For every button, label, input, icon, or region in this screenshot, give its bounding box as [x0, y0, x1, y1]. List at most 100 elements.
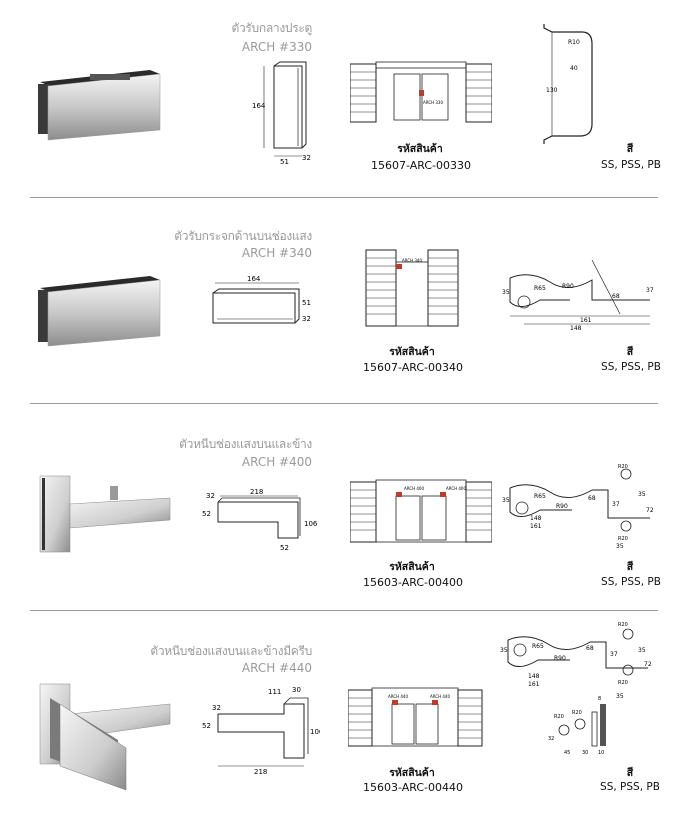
profile-dim-g: 161 [528, 681, 540, 688]
product-photo [38, 276, 161, 347]
dim-d: 32 [212, 704, 221, 712]
color-label: สี [626, 143, 634, 155]
detail-dim-a: R20 [554, 714, 564, 720]
profile-dim-b: R65 [534, 493, 546, 500]
product-code: 15603-ARC-00400 [363, 576, 463, 589]
color-label: สี [626, 561, 634, 573]
door-tag: ARCH 400 [404, 486, 424, 491]
color-options: SS, PSS, PB [600, 781, 660, 793]
dim-width: 51 [280, 158, 289, 166]
product-title-model: ARCH #400 [241, 455, 312, 469]
profile-dim-e: 37 [646, 287, 654, 294]
dim-width: 164 [247, 275, 261, 283]
product-section-arch-440: ตัวหนีบช่องแสงบนและข้างมีครีบ ARCH #440 … [0, 612, 684, 818]
profile-dim-e: 37 [612, 501, 620, 508]
detail-dim-e: 30 [582, 750, 588, 756]
product-title-thai: ตัวรับกลางประตู [231, 21, 312, 35]
product-title-model: ARCH #340 [241, 246, 312, 260]
profile-dim-l: 35 [616, 693, 624, 700]
detail-dim-c: 32 [548, 736, 554, 742]
profile-dim-c: R90 [556, 503, 568, 510]
product-section-arch-340: ตัวรับกระจกด้านบนช่องแสง ARCH #340 164 5… [0, 200, 684, 405]
profile-drawing: 35 R65 R90 68 37 161 148 [502, 259, 654, 332]
product-photo [39, 683, 171, 791]
profile-dim-d: 68 [612, 293, 620, 300]
dim-a: 111 [268, 688, 281, 696]
profile-dim-e: 37 [610, 651, 618, 658]
section-divider [30, 403, 658, 404]
product-code-label: รหัสสินค้า [389, 561, 435, 573]
dim-b: 52 [202, 510, 211, 518]
product-section-arch-330: ตัวรับกลางประตู ARCH #330 164 51 32 [0, 0, 684, 200]
dim-width: 218 [254, 768, 267, 776]
detail-dim-g: 8 [598, 696, 601, 702]
product-title-thai: ตัวรับกระจกด้านบนช่องแสง [174, 229, 312, 243]
profile-dim-f: 148 [528, 673, 540, 680]
detail-dim-b: R20 [572, 710, 582, 716]
dim-depth: 32 [302, 315, 311, 323]
profile-dim-a: 35 [502, 289, 510, 296]
color-label: สี [626, 767, 634, 779]
profile-dim-b: R65 [534, 285, 546, 292]
profile-drawing: R10 40 130 [543, 24, 593, 144]
profile-drawing: 35 R65 R90 68 37 148 161 35 72 R20 R20 3… [502, 464, 654, 550]
profile-dim-k: R20 [618, 680, 628, 686]
dim-height: 164 [252, 102, 266, 110]
product-code: 15607-ARC-00340 [363, 361, 463, 374]
profile-dim-d: 68 [588, 495, 596, 502]
profile-radius: R10 [568, 39, 580, 46]
fin-detail-drawing: R20 R20 32 45 30 10 8 [548, 696, 606, 756]
detail-dim-d: 45 [564, 750, 570, 756]
dim-height: 106 [304, 520, 318, 528]
product-section-arch-400: ตัวหนีบช่องแสงบนและข้าง ARCH #400 218 32… [0, 406, 684, 611]
door-tag: ARCH 440 [388, 694, 408, 699]
product-title-thai: ตัวหนีบช่องแสงบนและข้างมีครีบ [150, 644, 312, 658]
profile-dim-a: 35 [502, 497, 510, 504]
door-elevation-drawing: ARCH 400 ARCH 400 [350, 479, 492, 543]
door-tag: ARCH 400 [446, 486, 466, 491]
profile-dim-h: 35 [638, 491, 646, 498]
product-code-label: รหัสสินค้า [389, 346, 435, 358]
profile-dim-c: R90 [562, 283, 574, 290]
profile-dim-l: 35 [616, 543, 624, 550]
door-tag: ARCH 330 [423, 100, 443, 105]
door-tag: ARCH 440 [430, 694, 450, 699]
product-title-model: ARCH #330 [241, 40, 312, 54]
profile-dim-g: 161 [530, 523, 542, 530]
detail-dim-f: 10 [598, 750, 604, 756]
door-tag: ARCH 340 [402, 258, 422, 263]
dim-height: 106 [310, 728, 320, 736]
profile-dim-a: 35 [500, 647, 508, 654]
color-options: SS, PSS, PB [601, 159, 661, 171]
dim-b: 30 [292, 686, 301, 694]
profile-dim-f: 161 [580, 317, 592, 324]
color-options: SS, PSS, PB [601, 361, 661, 373]
profile-dim-c: R90 [554, 655, 566, 662]
product-code-label: รหัสสินค้า [397, 143, 443, 155]
dim-width: 218 [250, 488, 263, 496]
product-code: 15607-ARC-00330 [371, 159, 471, 172]
profile-dim-g: 148 [570, 325, 582, 332]
dim-c: 52 [280, 544, 289, 552]
product-title-thai: ตัวหนีบช่องแสงบนและข้าง [179, 437, 312, 451]
color-options: SS, PSS, PB [601, 576, 661, 588]
dim-c: 52 [202, 722, 211, 730]
door-elevation-drawing: ARCH 330 [350, 61, 492, 123]
dimension-drawing: 111 30 52 32 106 218 [202, 686, 320, 776]
dim-height: 51 [302, 299, 311, 307]
door-elevation-drawing: ARCH 440 ARCH 440 [348, 687, 483, 747]
profile-dim-b: R65 [532, 643, 544, 650]
profile-dim-k: R20 [618, 536, 628, 542]
dim-a: 32 [206, 492, 215, 500]
profile-dim-i: 72 [646, 507, 654, 514]
profile-dim-f: 148 [530, 515, 542, 522]
profile-dim-c: 130 [546, 87, 558, 94]
section-divider [30, 610, 658, 611]
section-divider [30, 197, 658, 198]
profile-dim-b: 40 [570, 65, 578, 72]
product-code-label: รหัสสินค้า [389, 767, 435, 779]
product-code: 15603-ARC-00440 [363, 781, 463, 794]
profile-dim-d: 68 [586, 645, 594, 652]
profile-dim-j: R20 [618, 622, 628, 628]
product-title-model: ARCH #440 [241, 661, 312, 675]
